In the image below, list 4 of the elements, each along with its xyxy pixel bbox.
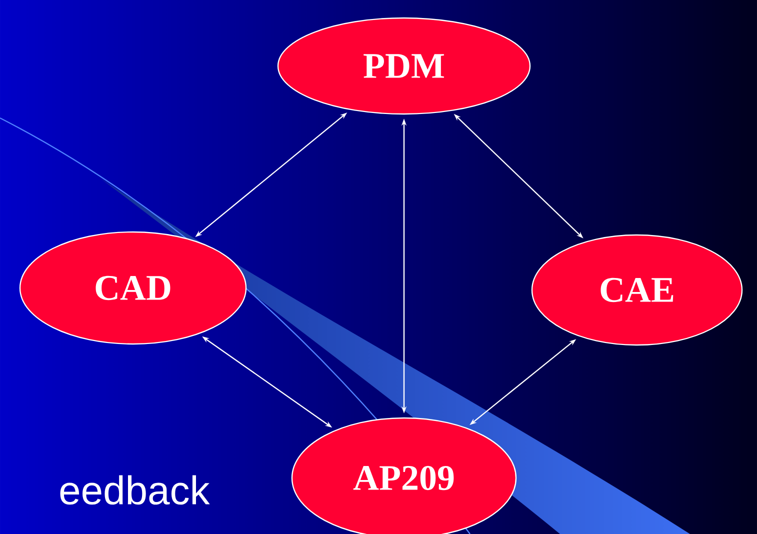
ellipse-node: CAD (19, 231, 247, 345)
ellipse-node: PDM (277, 17, 531, 115)
slide-text: eedback (60, 475, 210, 505)
ellipse-node: CAE (531, 234, 743, 346)
